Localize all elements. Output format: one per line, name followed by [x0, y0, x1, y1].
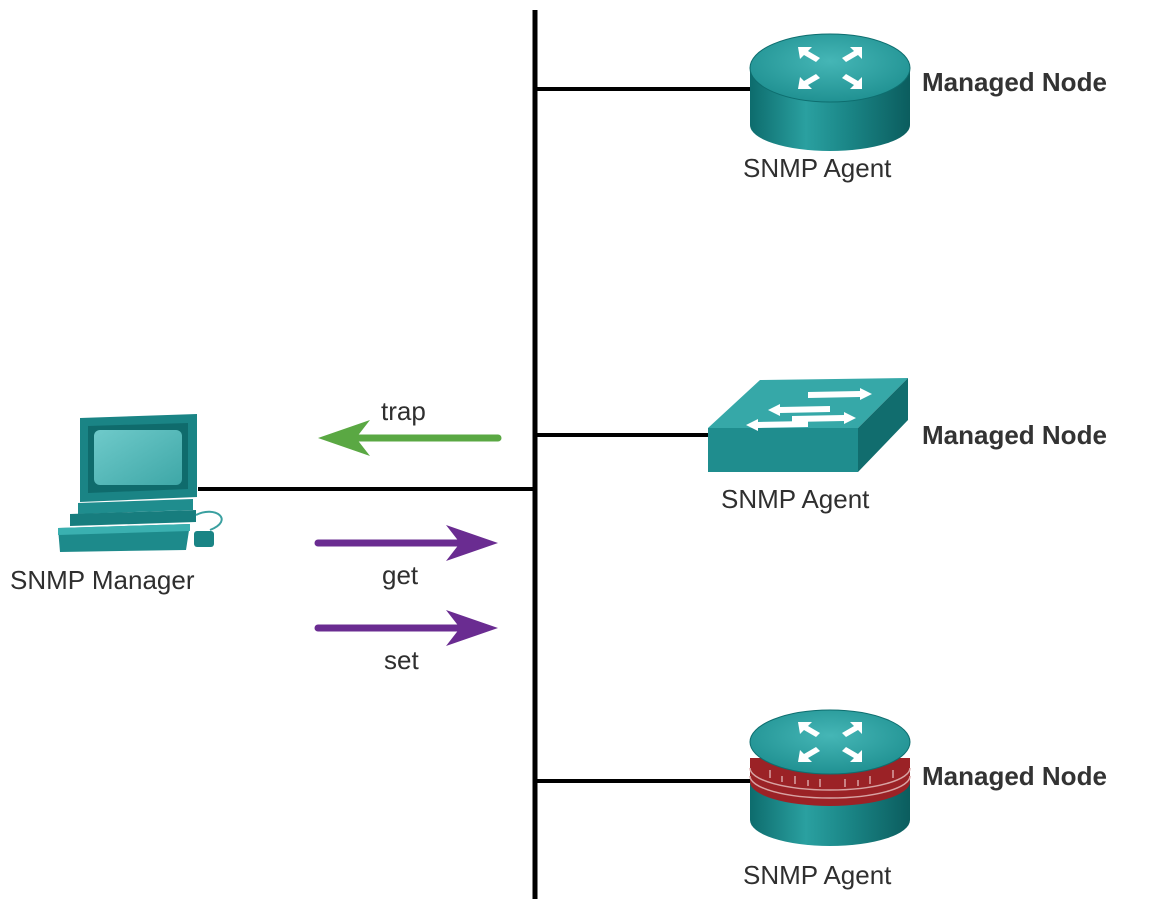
get-arrow [314, 525, 498, 561]
manager-label: SNMP Manager [10, 565, 195, 595]
managed-node-label-router: Managed Node [922, 67, 1107, 97]
network-links [198, 10, 752, 899]
set-label: set [384, 645, 419, 675]
switch-icon [708, 378, 908, 472]
firewall-router-icon [749, 709, 911, 846]
router-icon [749, 33, 911, 151]
managed-node-label-firewall: Managed Node [922, 761, 1107, 791]
trap-arrow [318, 420, 502, 456]
get-label: get [382, 560, 419, 590]
set-arrow [314, 610, 498, 646]
managed-node-label-switch: Managed Node [922, 420, 1107, 450]
computer-icon [58, 414, 223, 552]
agent-label-switch: SNMP Agent [721, 484, 870, 514]
trap-label: trap [381, 396, 426, 426]
agent-label-router: SNMP Agent [743, 153, 892, 183]
agent-label-firewall: SNMP Agent [743, 860, 892, 890]
